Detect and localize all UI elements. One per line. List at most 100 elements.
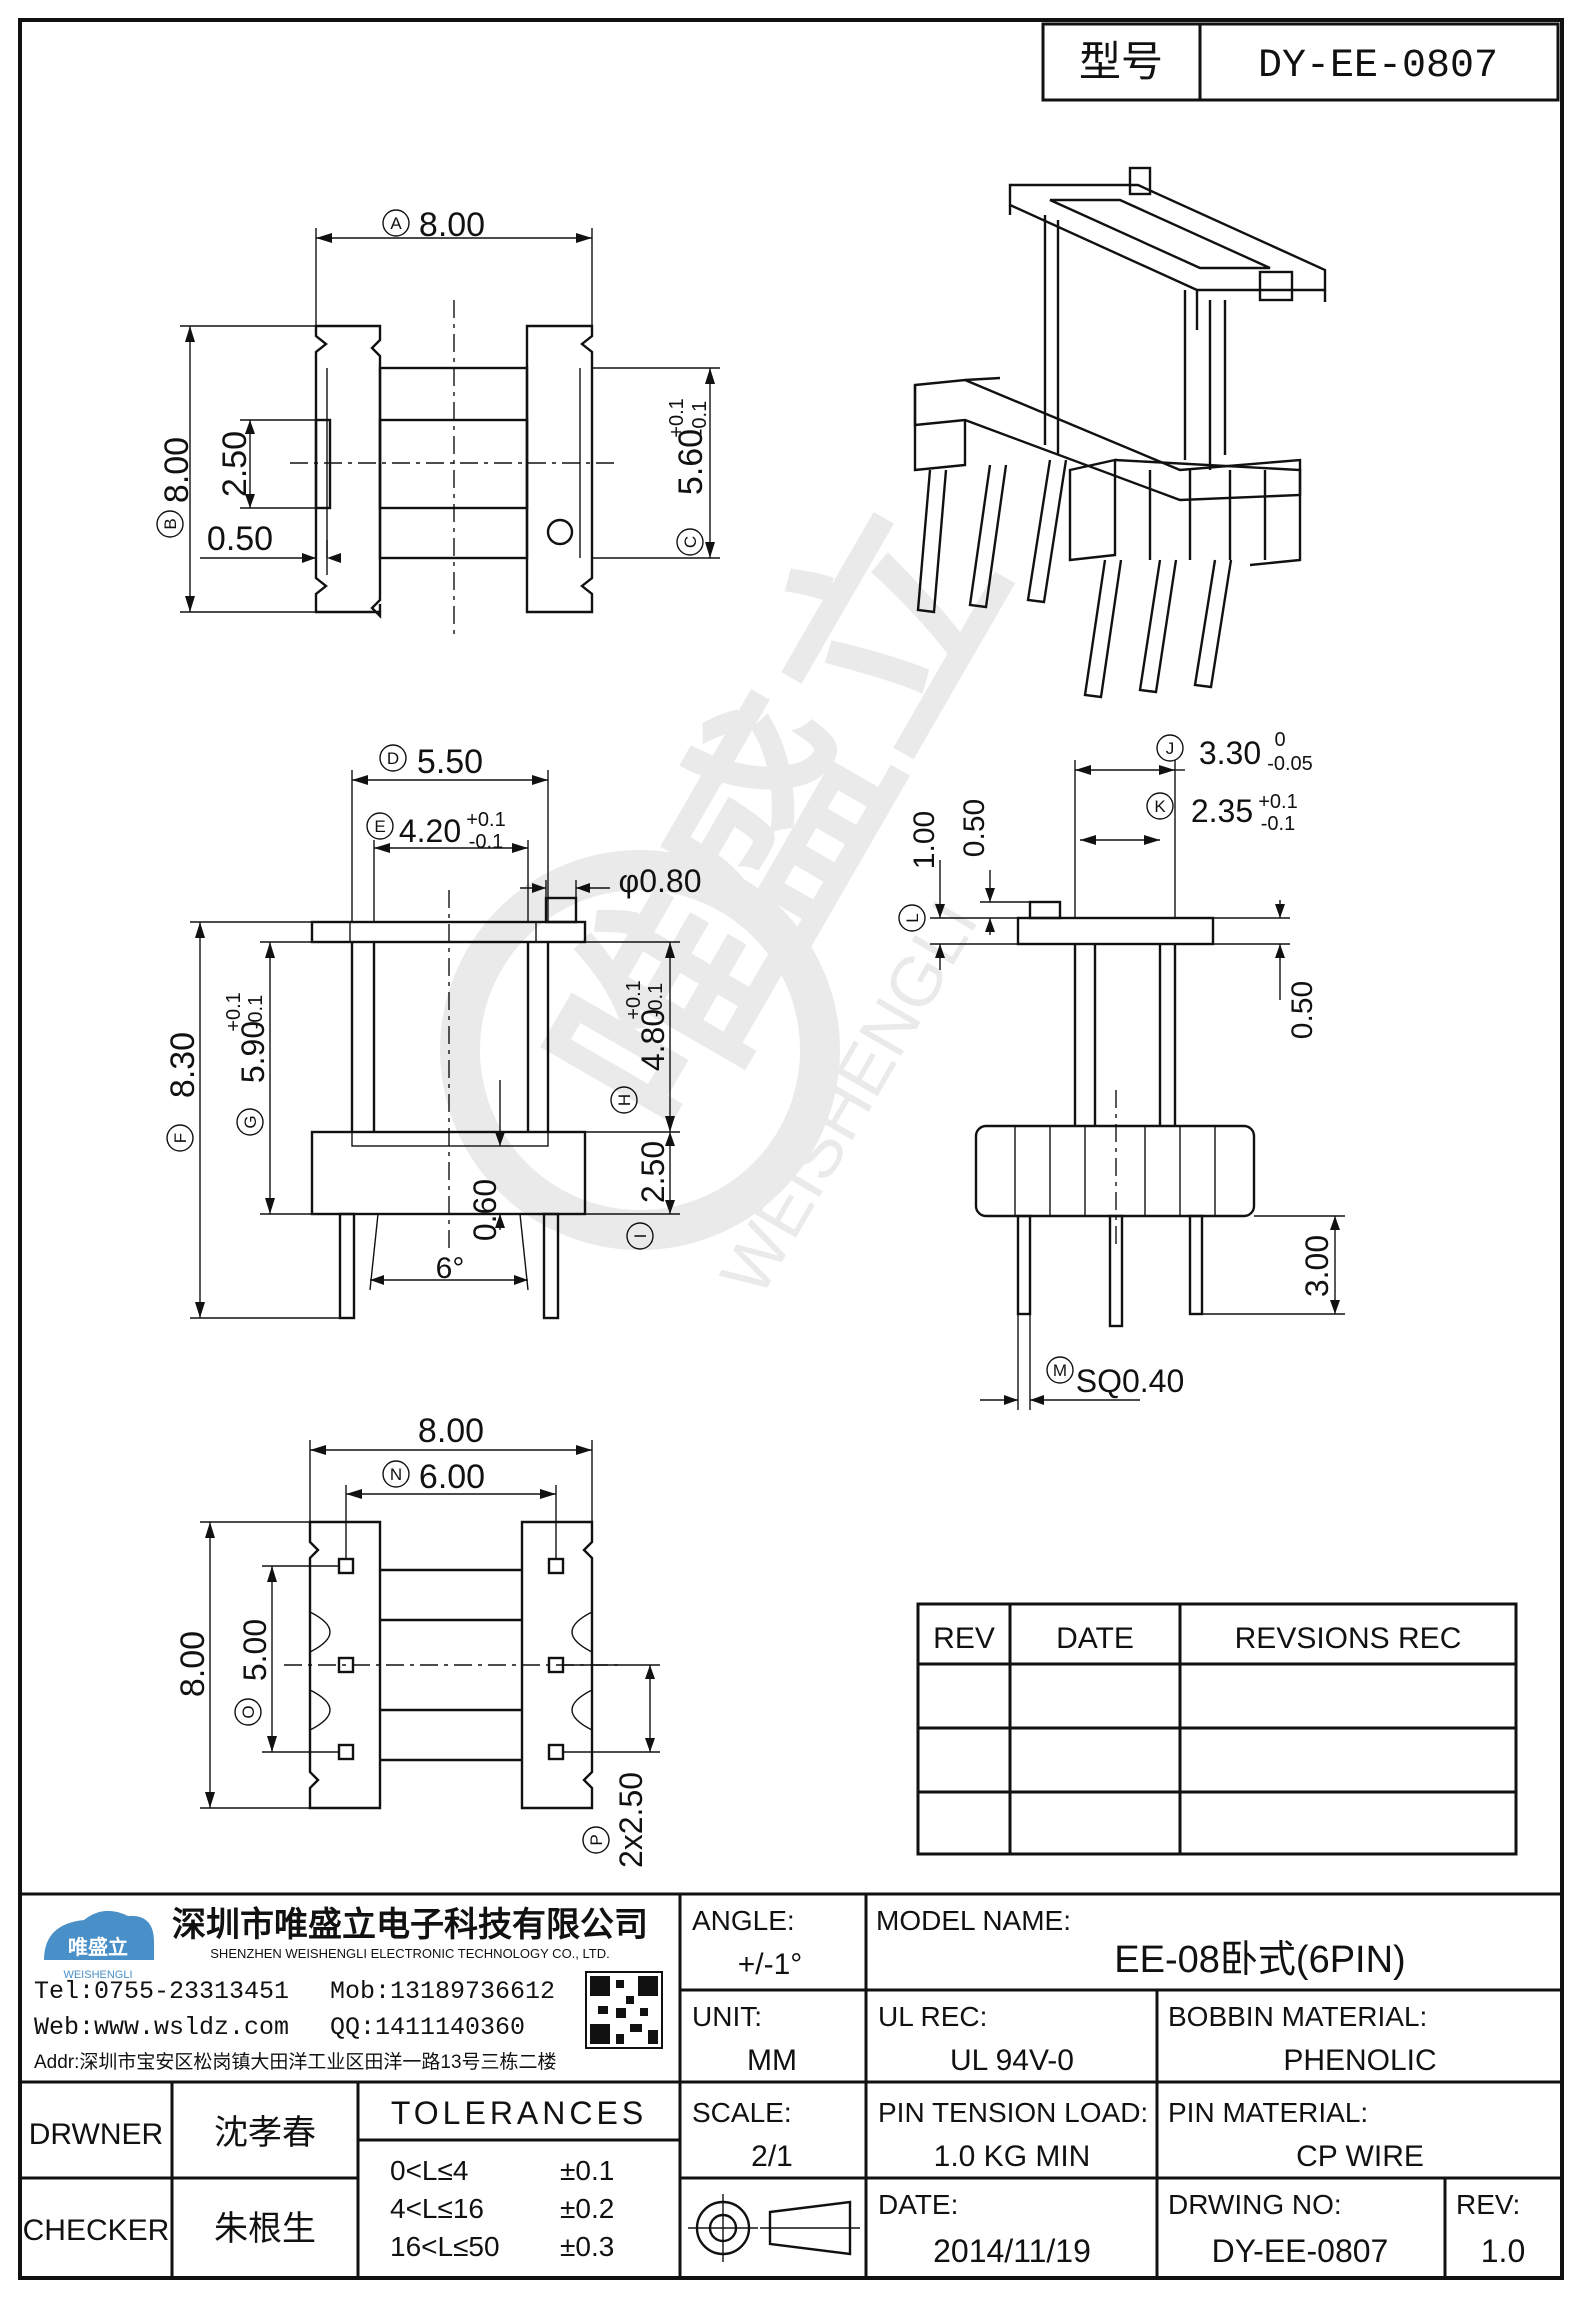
dim-D: 5.50 [417, 743, 483, 781]
dim-J-tol-dn: -0.05 [1267, 753, 1313, 775]
company-web: Web:www.wsldz.com [34, 2013, 289, 2042]
company-mob: Mob:13189736612 [330, 1977, 555, 2006]
angle-label: ANGLE: [692, 1905, 795, 1936]
dim-side-050a: 0.50 [958, 799, 991, 857]
dim-letter-O: O [239, 1705, 258, 1718]
dim-letter-M: M [1053, 1361, 1067, 1380]
isometric-view [913, 166, 1327, 699]
logo-en: WEISHENGLI [63, 1969, 132, 1981]
dim-letter-P: P [587, 1834, 606, 1845]
drawer-label: DRWNER [29, 2118, 163, 2151]
bottom-view: 8.00 N 6.00 8.00 5.00 O 2x2.50 P [174, 1412, 660, 1868]
dim-C: 5.60 [672, 429, 710, 495]
dim-O: 5.00 [237, 1619, 273, 1681]
angle-value: +/-1° [738, 1948, 803, 1981]
ul-value: UL 94V-0 [950, 2044, 1074, 2077]
dim-J: 3.30 [1199, 735, 1261, 771]
scale-label: SCALE: [692, 2097, 792, 2128]
dim-letter-E: E [374, 817, 385, 836]
dim-letter-B: B [161, 518, 180, 529]
top-left-flange [314, 324, 382, 619]
dim-K: 2.35 [1191, 793, 1253, 829]
company-name-cn: 深圳市唯盛立电子科技有限公司 [172, 1905, 648, 1944]
dim-E-tol-up: +0.1 [466, 809, 505, 831]
scale-value: 2/1 [751, 2140, 793, 2173]
dim-letter-C: C [681, 536, 700, 548]
unit-label: UNIT: [692, 2001, 762, 2032]
dim-B: 8.00 [158, 437, 196, 503]
company-address: Addr:深圳市宝安区松岗镇大田洋工业区田洋一路13号三栋二楼 [34, 2051, 557, 2073]
dim-letter-K: K [1154, 797, 1166, 816]
dim-F: 8.30 [164, 1032, 202, 1098]
pin-tension-value: 1.0 KG MIN [934, 2140, 1091, 2173]
model-name-value: EE-08卧式(6PIN) [1114, 1939, 1405, 1981]
dim-bot-800a: 8.00 [418, 1412, 484, 1450]
dim-letter-N: N [390, 1465, 402, 1484]
model-number-box: 型号 DY-EE-0807 [1041, 22, 1560, 102]
dim-letter-A: A [390, 214, 402, 233]
tol-value-1: ±0.1 [560, 2155, 614, 2186]
dim-H-tol-up: +0.1 [623, 980, 645, 1019]
qr-code [585, 1971, 663, 2049]
dim-G-tol-up: +0.1 [223, 992, 245, 1031]
unit-value: MM [747, 2044, 797, 2077]
company-name-en: SHENZHEN WEISHENGLI ELECTRONIC TECHNOLOG… [210, 1946, 609, 1961]
dim-M: SQ0.40 [1076, 1363, 1185, 1399]
tolerances-label: TOLERANCES [391, 2095, 647, 2131]
title-block: 唯盛立 WEISHENGLI 深圳市唯盛立电子科技有限公司 SHENZHEN W… [20, 1892, 1562, 2278]
outer-border [18, 18, 1564, 2280]
dim-top-050: 0.50 [207, 520, 273, 558]
dim-P: 2x2.50 [613, 1772, 649, 1868]
dim-letter-J: J [1166, 739, 1175, 758]
bobbin-material-value: PHENOLIC [1283, 2044, 1436, 2077]
ul-label: UL REC: [878, 2001, 987, 2032]
dim-G-tol-dn: -0.1 [245, 995, 267, 1029]
dim-H-tol-dn: -0.1 [645, 983, 667, 1017]
dim-angle: 6° [436, 1252, 465, 1285]
top-right-flange [525, 324, 594, 614]
revision-table: REV DATE REVSIONS REC [916, 1602, 1518, 1856]
pin-material-label: PIN MATERIAL: [1168, 2097, 1368, 2128]
bobbin-material-label: BOBBIN MATERIAL: [1168, 2001, 1427, 2032]
front-view: 6° D 5.50 E 4.20 +0.1 -0.1 φ0.80 8.30 [164, 743, 702, 1320]
rev-header-date: DATE [1056, 1622, 1134, 1655]
dim-letter-L: L [903, 913, 922, 922]
pin-tension-label: PIN TENSION LOAD: [878, 2097, 1148, 2128]
tol-value-2: ±0.2 [560, 2193, 614, 2224]
date-label: DATE: [878, 2189, 958, 2220]
tol-range-1: 0<L≤4 [390, 2155, 468, 2186]
dim-C-tol-up: +0.1 [666, 398, 688, 437]
top-pin1-mark [546, 518, 574, 546]
front-locating-pin [544, 896, 578, 924]
dim-A: 8.00 [419, 206, 485, 244]
dim-bot-800b: 8.00 [174, 1631, 212, 1697]
side-view: J 3.30 0 -0.05 K 2.35 +0.1 -0.1 1.00 L 0… [898, 729, 1345, 1410]
dim-side-300: 3.00 [1299, 1235, 1335, 1297]
watermark-ring [440, 850, 840, 1250]
company-tel: Tel:0755-23313451 [34, 1977, 289, 2006]
dim-letter-G: G [241, 1115, 260, 1128]
dim-phi: φ0.80 [618, 863, 701, 899]
dim-top-250: 2.50 [216, 431, 254, 497]
drawing-no-value: DY-EE-0807 [1212, 2233, 1389, 2269]
dim-letter-I: I [631, 1234, 650, 1239]
drawer-name: 沈孝春 [214, 2114, 316, 2152]
dim-letter-F: F [171, 1133, 190, 1143]
dim-E: 4.20 [399, 813, 461, 849]
dim-side-050b: 0.50 [1286, 981, 1319, 1039]
dim-G: 5.90 [235, 1021, 271, 1083]
dim-K-tol-dn: -0.1 [1261, 813, 1295, 835]
pin-material-value: CP WIRE [1296, 2140, 1424, 2173]
checker-label: CHECKER [23, 2214, 170, 2247]
dim-C-tol-dn: -0.1 [689, 401, 711, 435]
projection-symbol [688, 2194, 860, 2262]
dim-K-tol-up: +0.1 [1258, 791, 1297, 813]
company-qq: QQ:1411140360 [330, 2013, 525, 2042]
logo-cn: 唯盛立 [68, 1935, 128, 1959]
rev-value: 1.0 [1481, 2233, 1525, 2269]
dim-letter-D: D [387, 749, 399, 768]
tol-range-2: 4<L≤16 [390, 2193, 484, 2224]
top-view: A 8.00 8.00 B 2.50 0.50 5.60 +0.1 -0.1 C [156, 206, 720, 640]
